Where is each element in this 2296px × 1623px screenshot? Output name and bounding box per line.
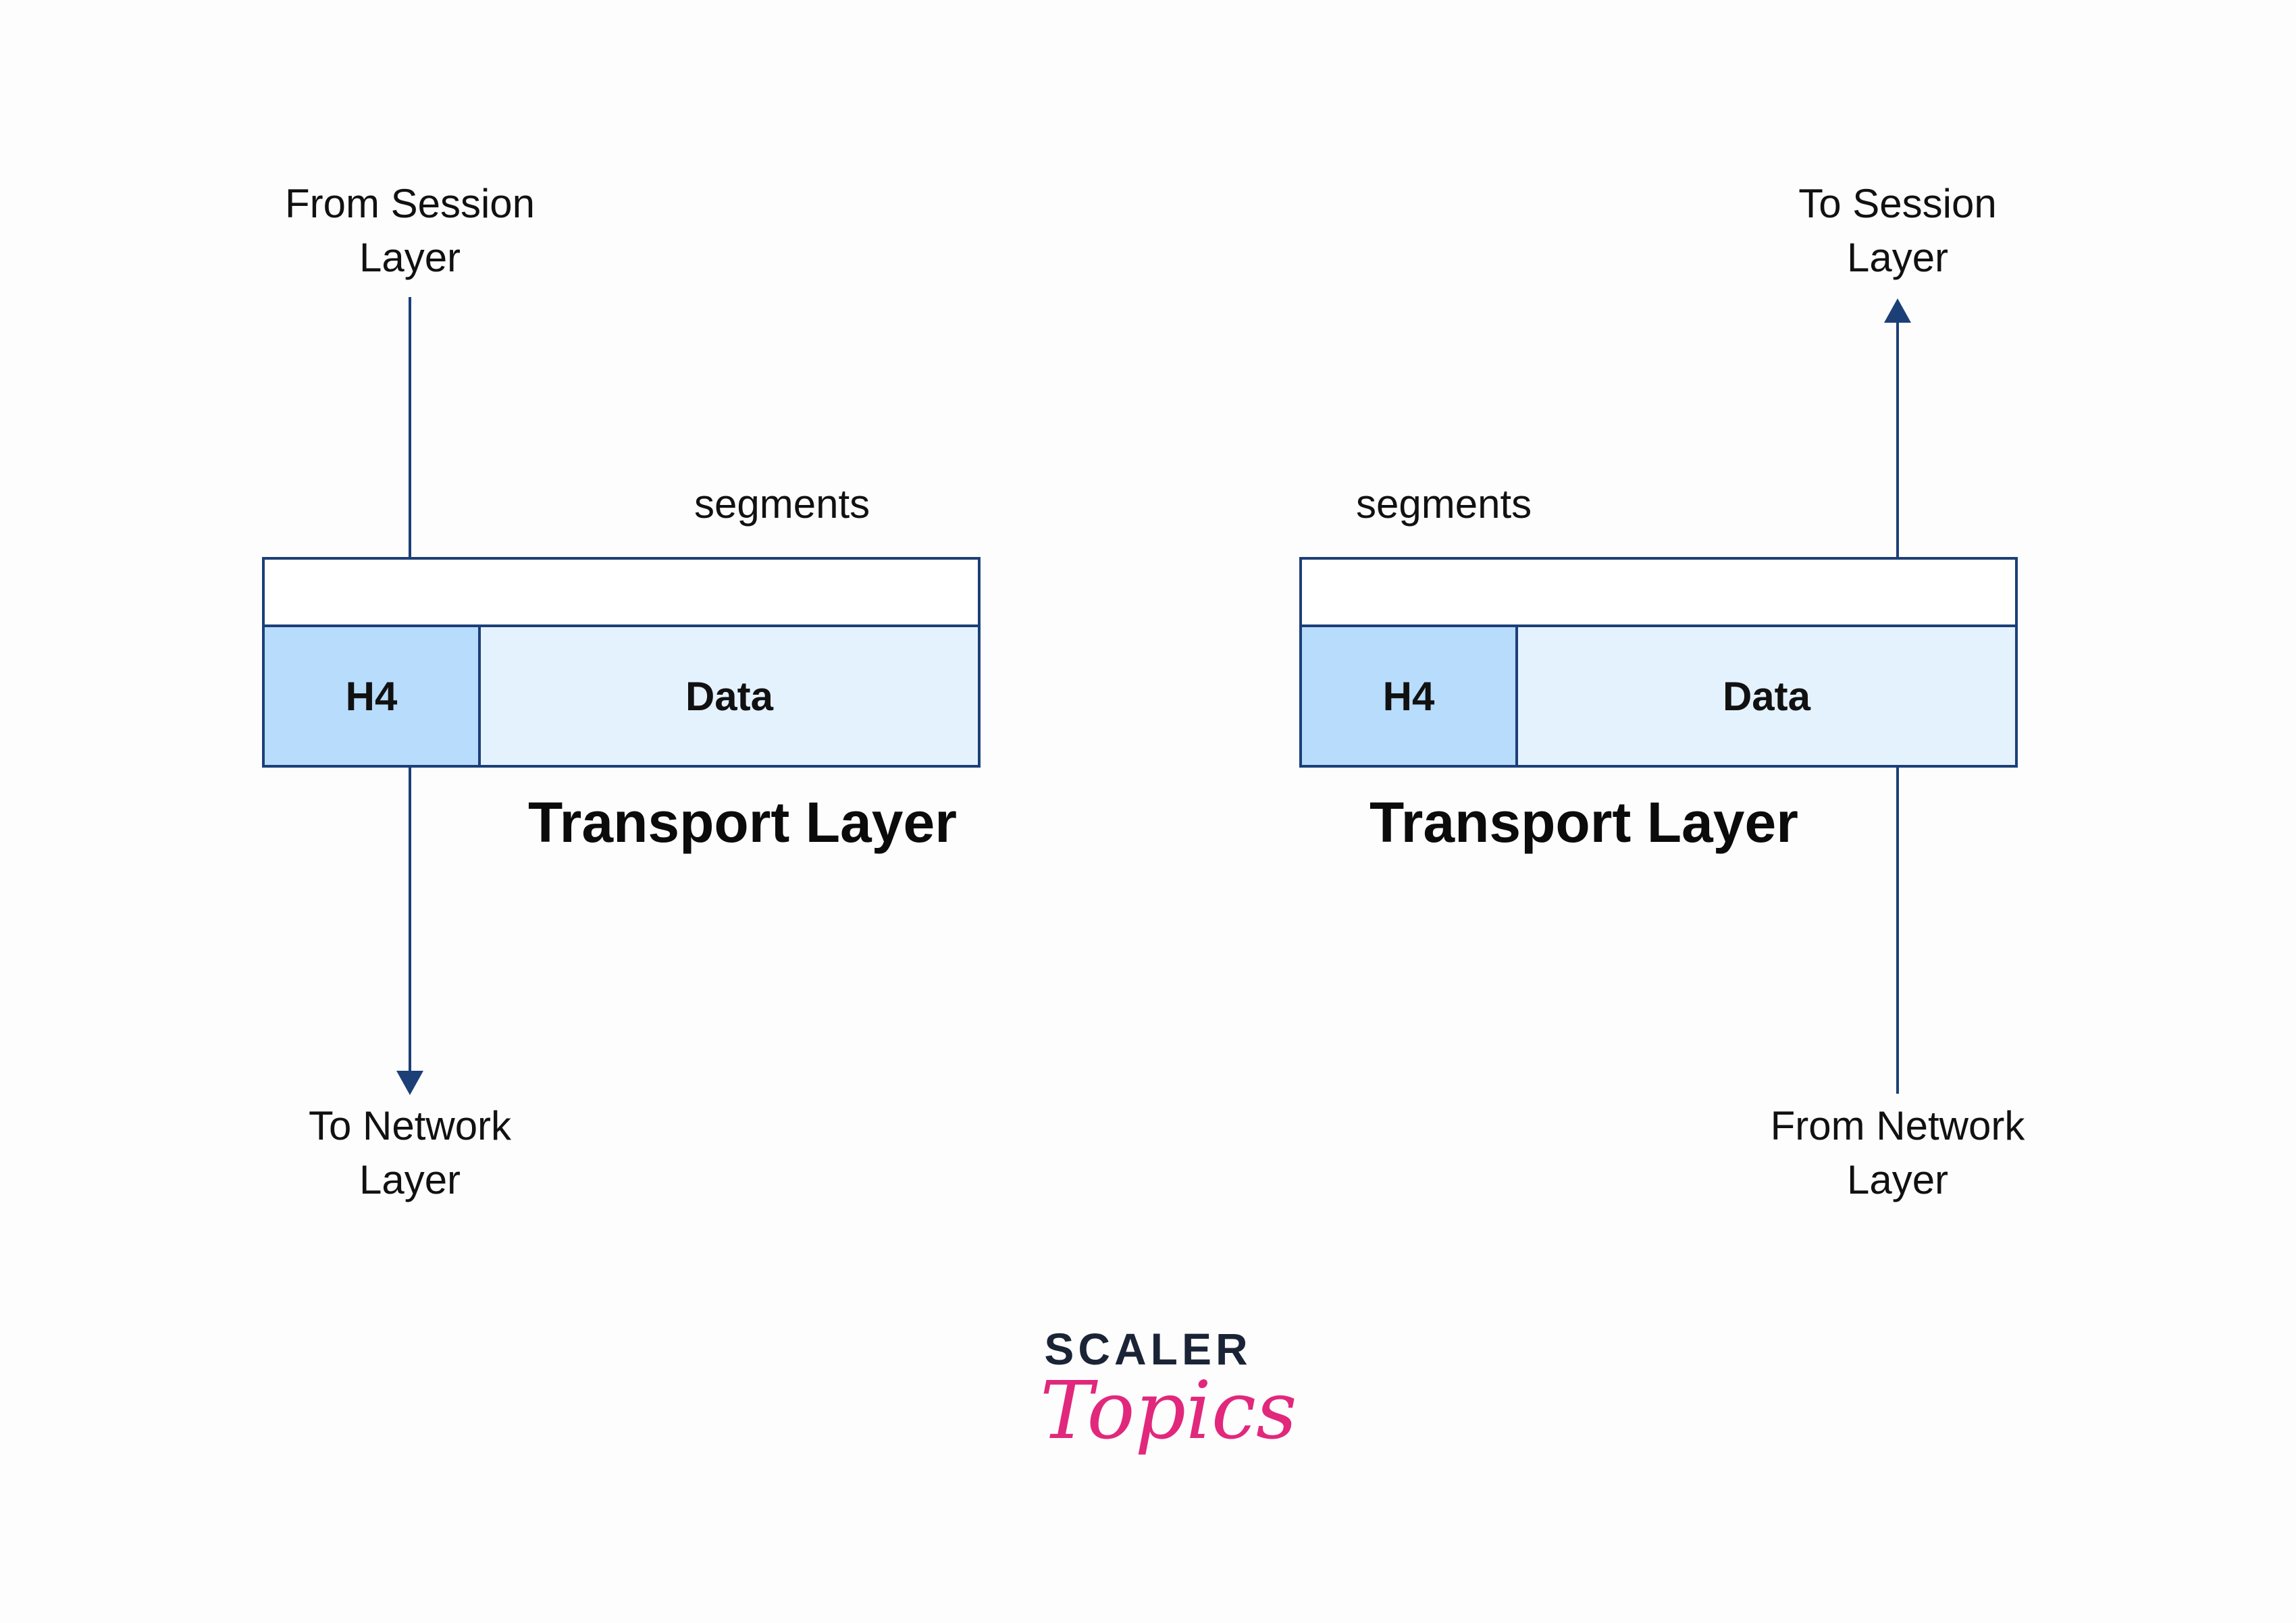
right-header-cell: H4 xyxy=(1299,624,1518,768)
right-bottom-label: From Network Layer xyxy=(1770,1103,2025,1202)
left-title: Transport Layer xyxy=(528,791,957,854)
left-top-label: From Session Layer xyxy=(284,181,536,280)
right-top-label: To Session Layer xyxy=(1798,181,1997,280)
left-segments-label: segments xyxy=(694,481,870,527)
left-header-cell: H4 xyxy=(262,624,481,768)
logo-wordmark-top: SCALER xyxy=(1044,1324,1252,1374)
left-arrowhead-down xyxy=(396,1071,423,1095)
right-arrowhead-up xyxy=(1884,298,1911,323)
right-title: Transport Layer xyxy=(1369,791,1798,854)
right-data-cell: Data xyxy=(1515,624,2018,768)
right-segments-label: segments xyxy=(1356,481,1532,527)
left-bottom-label: To Network Layer xyxy=(308,1103,512,1202)
logo-wordmark-script: Topics xyxy=(1040,1364,1297,1457)
left-data-cell: Data xyxy=(478,624,981,768)
